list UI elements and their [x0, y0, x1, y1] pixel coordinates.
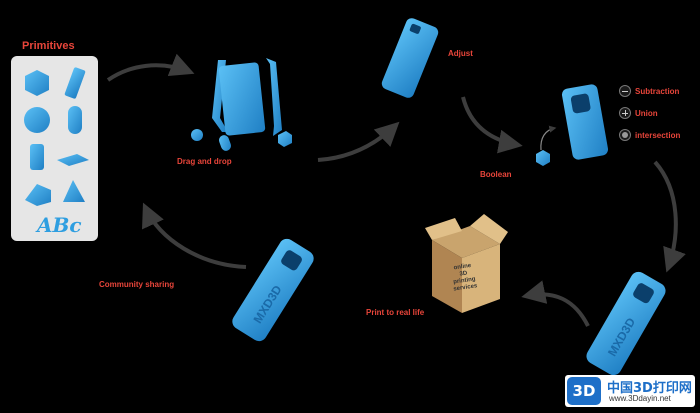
plane-icon — [57, 154, 89, 166]
plus-icon — [619, 107, 631, 119]
watermark-title: 中国3D打印网 — [607, 381, 692, 396]
arrow-boolean-to-print — [653, 160, 686, 273]
op-subtraction-label: Subtraction — [635, 86, 680, 96]
adjust-label: Adjust — [448, 49, 473, 58]
watermark-badge: 3D — [567, 377, 601, 405]
community-sharing-label: Community sharing — [99, 280, 175, 289]
print-label: Print to real life — [366, 308, 425, 317]
op-subtraction[interactable]: Subtraction — [619, 85, 679, 97]
intersection-icon — [619, 129, 631, 141]
op-intersection[interactable]: intersection — [619, 129, 680, 141]
capsule-icon — [68, 106, 82, 134]
arrow-print-to-box — [521, 280, 590, 327]
cube-icon — [25, 70, 49, 96]
boolean-cube — [536, 150, 550, 166]
sphere-icon — [24, 107, 50, 133]
pyramid-icon — [63, 180, 85, 202]
text-shape-icon: ABc — [35, 213, 82, 237]
boolean-case — [561, 84, 609, 160]
cylinder-icon — [30, 144, 44, 170]
drag-drop-parts — [191, 58, 292, 151]
boolean-label: Boolean — [480, 170, 512, 179]
primitives-panel[interactable]: ABc — [11, 56, 98, 241]
arrow-drag-to-adjust — [317, 121, 400, 162]
op-union[interactable]: Union — [619, 107, 658, 119]
arrow-community-to-primitives — [142, 202, 247, 269]
arrow-primitives-to-drag — [106, 53, 195, 82]
primitives-label: Primitives — [22, 40, 75, 52]
arrow-adjust-to-boolean — [461, 96, 523, 154]
printed-case: MXD3D — [586, 271, 666, 376]
cardboard-box — [425, 214, 508, 313]
op-union-label: Union — [635, 108, 658, 118]
box-icon — [64, 67, 86, 99]
community-case: MXD3D — [232, 238, 314, 342]
arrow-small-boolean — [540, 125, 557, 151]
adjusted-case — [381, 18, 439, 98]
op-intersection-label: intersection — [635, 130, 681, 140]
watermark: 3D 中国3D打印网 www.3Ddayin.net — [565, 375, 695, 407]
primitives-shapes: ABc — [24, 67, 89, 237]
box-label: online 3D printing services — [442, 261, 486, 294]
watermark-url: www.3Ddayin.net — [609, 394, 671, 403]
wedge-icon — [25, 184, 51, 206]
minus-icon — [619, 85, 631, 97]
drag-and-drop-label: Drag and drop — [177, 157, 232, 166]
